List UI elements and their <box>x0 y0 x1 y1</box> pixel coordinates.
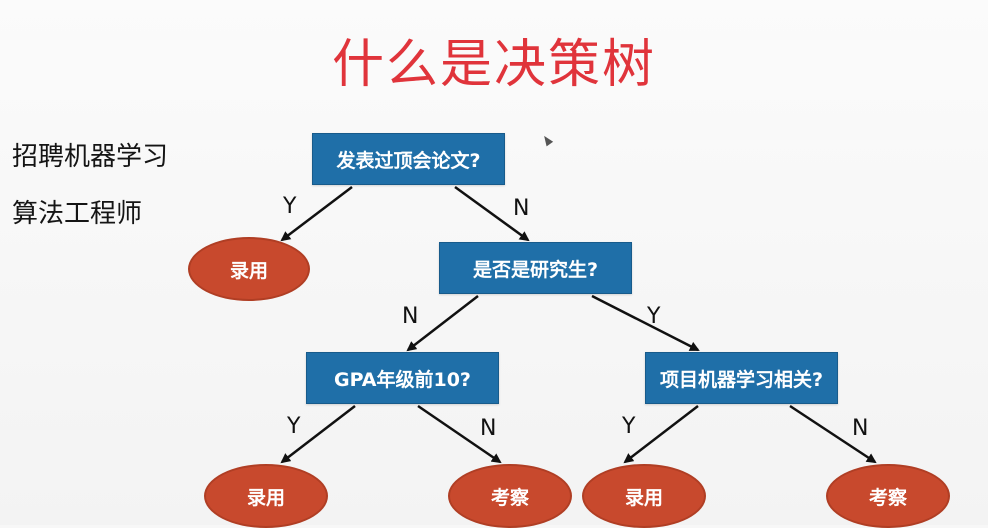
edge-q2-q3 <box>406 295 479 352</box>
edge-q3-l2 <box>280 405 356 464</box>
leaf-node-hire: 录用 <box>188 237 310 301</box>
edge-q1-l1 <box>280 186 353 242</box>
leaf-node-hire: 录用 <box>204 464 328 528</box>
question-node-gpa: GPA年级前10? <box>306 352 499 404</box>
question-node-graduate: 是否是研究生? <box>439 242 632 294</box>
edge-label-q3-yes: Y <box>287 414 301 439</box>
side-text-line-1: 招聘机器学习 <box>12 142 169 172</box>
edge-q2-q4 <box>591 294 700 352</box>
edge-q1-q2 <box>454 185 530 242</box>
edge-label-q3-no: N <box>480 416 497 441</box>
edge-label-q2-yes: Y <box>647 304 661 329</box>
side-text-line-2: 算法工程师 <box>12 199 143 229</box>
slide-title: 什么是决策树 <box>331 35 656 95</box>
edge-label-q2-no: N <box>402 304 419 329</box>
edge-q4-l4 <box>623 405 699 464</box>
edge-label-q1-yes: Y <box>283 194 297 219</box>
leaf-node-hire: 录用 <box>582 464 706 528</box>
question-node-top-conference: 发表过顶会论文? <box>312 133 505 185</box>
edge-q3-l3 <box>417 404 502 464</box>
edge-q4-l5 <box>789 404 877 464</box>
edge-label-q4-yes: Y <box>622 414 636 439</box>
edge-label-q4-no: N <box>852 416 869 441</box>
leaf-node-review: 考察 <box>826 464 950 528</box>
question-node-project-relevance: 项目机器学习相关? <box>645 352 838 404</box>
leaf-node-review: 考察 <box>448 464 572 528</box>
edge-label-q1-no: N <box>513 196 530 221</box>
